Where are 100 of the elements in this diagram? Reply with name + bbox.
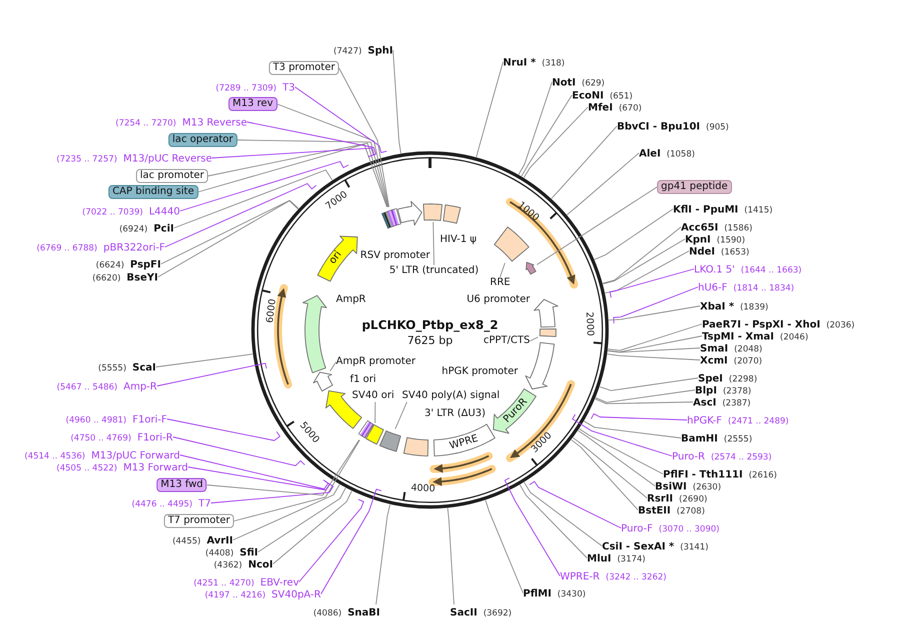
feature-box	[422, 203, 444, 222]
primer-label: (5467 .. 5486) Amp-R	[56, 378, 157, 394]
restriction-site-label: SacII (3692)	[450, 604, 512, 620]
leader-line	[518, 82, 552, 175]
restriction-site-label: KpnI (1590)	[685, 232, 746, 246]
leader-line	[174, 170, 333, 228]
leader-line	[578, 428, 664, 474]
feature-label: 5' LTR (truncated)	[389, 265, 479, 277]
leader-line	[607, 348, 700, 353]
restriction-site-label: BlpI (2378)	[695, 382, 752, 398]
leader-line	[234, 440, 360, 522]
restriction-site-label: NdeI (1653)	[689, 244, 750, 258]
feature-label: hPGK promoter	[442, 366, 518, 378]
leader-line	[485, 500, 524, 594]
primer-label: (4514 .. 4536) M13/pUC Forward	[24, 448, 180, 462]
leader-line	[188, 466, 330, 490]
leader-line	[524, 482, 602, 546]
feature-stripes-drawing	[357, 419, 375, 440]
primer-label: hPGK-F (2471 .. 2489)	[687, 412, 789, 428]
primer-label: (6769 .. 6788) pBR322ori-F	[36, 240, 165, 254]
leader-line	[158, 200, 299, 278]
primer-label: (4750 .. 4769) F1ori-R	[70, 430, 173, 444]
leader-line	[232, 484, 340, 540]
restriction-site-label: MfeI (670)	[588, 100, 642, 114]
pointed-feature-box	[312, 371, 334, 393]
leader-line	[294, 86, 388, 154]
feature-box	[432, 423, 496, 457]
leader-line	[607, 336, 702, 352]
feature-tag: M13 rev	[228, 97, 277, 111]
restriction-site-label: (4408) SfiI	[205, 544, 258, 560]
restriction-site-label: PflMI (3430)	[523, 586, 586, 600]
feature-label: cPPT/CTS	[484, 335, 530, 347]
primer-label: (7235 .. 7257) M13/pUC Reverse	[56, 150, 212, 166]
feature-tag: lac promoter	[136, 169, 208, 183]
restriction-site-label: (4362) NcoI	[214, 556, 273, 572]
leader-line	[236, 140, 388, 208]
leader-line	[210, 482, 334, 504]
pointed-feature-box	[396, 200, 423, 227]
leader-line	[156, 354, 254, 368]
restriction-site-label: CsiI - SexAI * (3141)	[602, 538, 708, 554]
feature-tag: T3 promoter	[268, 61, 339, 75]
restriction-site-label: PflFI - Tth111I (2616)	[663, 466, 777, 482]
leader-line	[519, 484, 588, 558]
leader-line	[272, 490, 352, 564]
restriction-site-label: BsiWI (2630)	[655, 478, 722, 494]
feature-label: HIV-1 ψ	[440, 234, 476, 246]
feature-label: RSV promoter	[360, 250, 430, 262]
leader-line	[566, 152, 640, 216]
feature-box	[378, 429, 402, 453]
primer-label: (7254 .. 7270) M13 Reverse	[116, 114, 247, 130]
restriction-site-label: (6620) BseYI	[92, 270, 158, 284]
leader-line	[613, 286, 698, 324]
plasmid-size: 7625 bp	[407, 335, 453, 347]
leader-line	[594, 398, 694, 404]
leader-line	[246, 122, 376, 156]
leader-line	[572, 414, 672, 456]
feature-tag: CAP binding site	[108, 185, 198, 199]
restriction-site-label: SmaI (2048)	[700, 340, 762, 356]
leader-line	[258, 487, 346, 552]
leader-line	[276, 104, 389, 208]
leader-line	[608, 306, 700, 321]
feature-label: AmpR	[336, 294, 366, 306]
restriction-site-label: Acc65I (1586)	[681, 220, 752, 234]
pointed-feature-box	[316, 235, 359, 283]
restriction-site-label: SpeI (2298)	[698, 370, 758, 386]
primer-label: LKO.1 5' (1644 .. 1663)	[694, 262, 802, 276]
leader-line	[394, 402, 408, 430]
pointed-feature-box	[533, 298, 559, 329]
restriction-site-label: (7427) SphI	[334, 42, 393, 58]
feature-box	[538, 327, 557, 338]
primer-label: (4960 .. 4981) F1ori-F	[66, 412, 167, 426]
restriction-site-label: (4455) AvrII	[172, 532, 233, 548]
leader-line	[594, 208, 674, 260]
leader-line	[551, 126, 618, 199]
restriction-site-label: KflI - PpuMI (1415)	[673, 202, 773, 216]
leader-line	[602, 226, 682, 284]
primer-label: Puro-R (2574 .. 2593)	[672, 448, 772, 464]
leader-line	[536, 186, 658, 266]
tick-label: 6000	[264, 298, 280, 324]
leader-line	[590, 413, 688, 420]
feature-label: SV40 ori	[352, 390, 394, 402]
leader-line	[529, 481, 622, 528]
primer-label: hU6-F (1814 .. 1834)	[698, 280, 794, 294]
feature-label: f1 ori	[350, 374, 376, 386]
feature-label: 3' LTR (ΔU3)	[424, 408, 486, 420]
tick-label: 2000	[582, 312, 596, 337]
feature-tag: gp41 peptide	[657, 180, 732, 194]
leader-line	[160, 200, 299, 264]
leader-line	[447, 508, 454, 605]
primer-label: (7022 .. 7039) L4440	[82, 204, 180, 218]
restriction-site-label: (4086) SnaBI	[313, 604, 380, 620]
restriction-site-label: RsrII (2690)	[647, 490, 708, 506]
feature-tag: M13 fwd	[156, 478, 207, 492]
restriction-site-label: NotI (629)	[552, 74, 605, 90]
leader-line	[376, 504, 390, 605]
primer-label: WPRE-R (3242 .. 3262)	[560, 568, 666, 584]
restriction-site-label: XcmI (2070)	[700, 352, 762, 368]
restriction-site-label: MluI (3174)	[587, 550, 646, 566]
restriction-site-label: BbvCI - Bpu10I (905)	[617, 118, 729, 134]
restriction-site-label: AleI (1058)	[639, 146, 695, 160]
